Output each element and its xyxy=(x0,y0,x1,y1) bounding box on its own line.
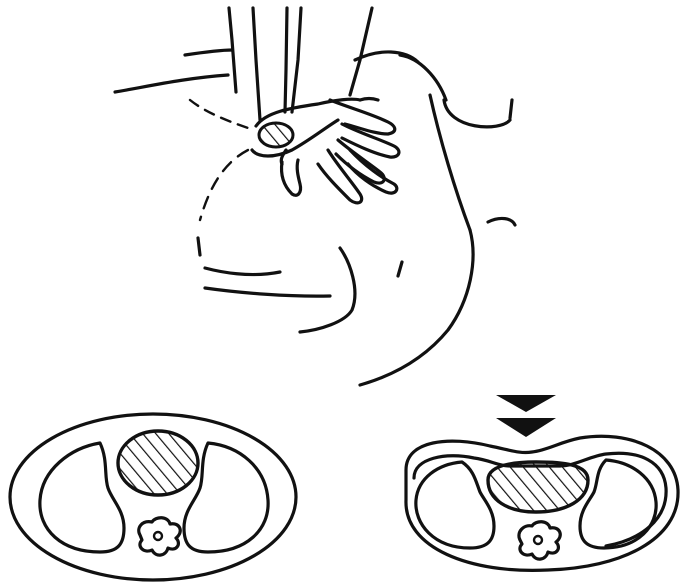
rescuer-arms xyxy=(229,8,372,120)
left-lung-compressed xyxy=(416,462,494,548)
spine-vertebra-icon xyxy=(519,522,560,559)
right-lung-compressed xyxy=(580,460,656,548)
arrow-down-icon xyxy=(496,418,556,437)
left-lung xyxy=(40,443,124,552)
heart-hatched-icon xyxy=(118,431,198,495)
patient-torso xyxy=(115,50,515,385)
chest-cross-section-compressed xyxy=(406,395,678,570)
hand-icon xyxy=(252,99,399,203)
compression-arrows xyxy=(496,395,556,437)
spine-vertebra-icon xyxy=(139,518,181,555)
heart-hatched-icon xyxy=(488,462,588,512)
chest-compression-scene xyxy=(115,8,515,385)
arrow-down-icon xyxy=(496,395,556,412)
chest-cross-section-normal xyxy=(10,414,296,580)
